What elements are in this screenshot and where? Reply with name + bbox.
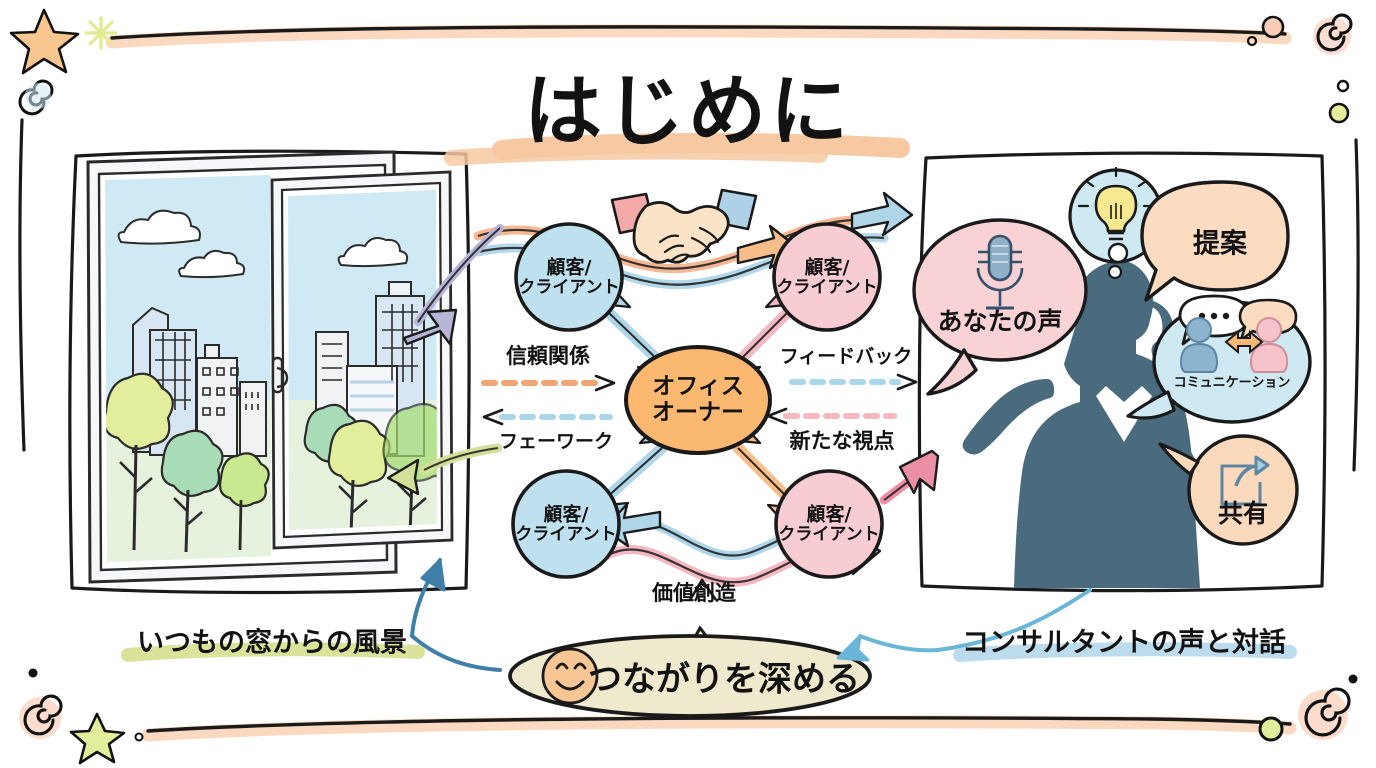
decoration-star-top-left (9, 8, 80, 75)
footer-bubble (508, 625, 872, 718)
relationship-diagram (386, 188, 1092, 718)
flow-trust (481, 374, 616, 392)
bubble-label-share: 共有 (1217, 499, 1269, 528)
node-client-bottom-right (774, 469, 884, 579)
right-panel-caption: コンサルタントの声と対話 (962, 627, 1286, 659)
left-panel-window (68, 149, 471, 595)
microphone-icon (976, 234, 1024, 310)
node-line1: 顧客/ (804, 256, 850, 279)
node-line1: 顧客/ (543, 503, 589, 526)
decoration-dot-top-right-2 (1328, 102, 1350, 124)
node-line1: 顧客/ (546, 256, 592, 279)
node-line2: クライアント (776, 277, 878, 298)
node-label-client-top-left: 顧客/ クライアント (518, 256, 620, 298)
node-client-top-right (772, 222, 882, 332)
decoration-dot-top-right (1246, 15, 1350, 93)
exchange-arrow-icon (1224, 329, 1264, 355)
bubble-your-voice (912, 218, 1088, 396)
node-label-client-bottom-left: 顧客/ クライアント (515, 503, 617, 545)
handshake-icon (610, 188, 758, 264)
left-panel-caption: いつもの窓からの風景 (137, 627, 407, 659)
node-client-top-left (514, 222, 624, 332)
smiley-icon (541, 647, 599, 705)
node-label-client-top-right: 顧客/ クライアント (776, 256, 878, 298)
node-label-client-bottom-right: 顧客/ クライアント (778, 503, 880, 545)
hub-line1: オフィス (652, 373, 744, 400)
right-panel-dialog (912, 151, 1327, 593)
bubble-label-proposal: 提案 (1193, 228, 1247, 260)
lightbulb-icon (1077, 166, 1155, 241)
decoration-spiral-top-right (1313, 13, 1353, 55)
flow-label-value-creation: 価値創造 (652, 581, 736, 605)
flow-label-feedback: フィードバック (779, 345, 913, 368)
page-title: はじめに (523, 67, 853, 157)
hub-line2: オーナー (652, 399, 744, 425)
flow-feedback (789, 373, 918, 391)
bubble-proposal (1140, 180, 1290, 302)
share-icon (1220, 455, 1270, 506)
bubble-communication (1126, 294, 1312, 424)
node-line2: クライアント (515, 524, 617, 545)
node-line2: クライアント (518, 277, 620, 298)
decoration-sparkle-top-left (84, 16, 118, 50)
bubble-share (1158, 434, 1299, 546)
decoration-spiral-bottom-right (1298, 674, 1358, 740)
flow-label-framework: フェーワーク (498, 430, 614, 453)
flow-label-trust: 信頼関係 (506, 344, 590, 368)
node-office-owner (624, 345, 772, 455)
node-label-office-owner: オフィス オーナー (652, 373, 744, 426)
flow-framework (482, 408, 613, 426)
decoration-spiral-top-left (18, 79, 54, 116)
flow-label-new-perspective: 新たな視点 (789, 429, 895, 453)
decoration-dot-bottom-right (1258, 716, 1284, 742)
two-people-icon (1179, 317, 1289, 373)
page-frame (18, 24, 1360, 742)
node-line2: クライアント (778, 524, 880, 545)
bubble-label-your-voice: あなたの声 (937, 307, 1063, 336)
decoration-star-bottom-left (69, 712, 144, 765)
footer-bubble-label: つながりを深める (588, 659, 860, 700)
bubble-label-communication: コミュニケーション (1173, 375, 1291, 391)
decoration-spiral-bottom-left (19, 668, 63, 739)
node-line1: 顧客/ (806, 503, 852, 526)
node-client-bottom-left (511, 469, 621, 579)
